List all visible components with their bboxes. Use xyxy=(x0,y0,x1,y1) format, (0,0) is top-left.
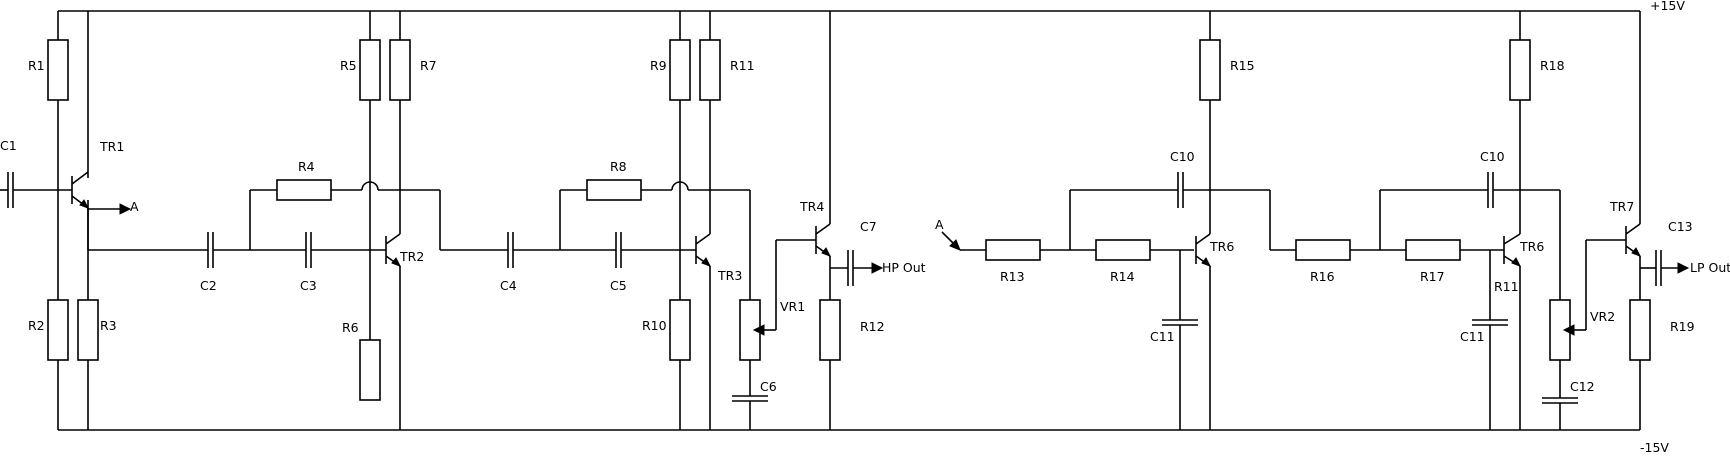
hp-out-arrow xyxy=(871,262,884,274)
label-r2: R2 xyxy=(28,318,45,333)
label-r6: R6 xyxy=(342,320,359,335)
stage-2-highpass: C2 C3 R4 R5 R6 R7 TR2 xyxy=(88,11,508,430)
stage-4-hp-output: TR4 C7 R12 HP Out xyxy=(799,11,926,430)
stage-1-buffer: R1 R2 R3 C1 TR1 A xyxy=(0,11,139,430)
label-r17: R17 xyxy=(1420,269,1445,284)
label-r11-second: R11 xyxy=(1494,279,1519,294)
stage-5-lowpass: A R13 R14 C10 C11 R15 TR6 xyxy=(935,11,1296,430)
resistor-r8 xyxy=(586,179,642,201)
label-c11: C11 xyxy=(1150,329,1175,344)
transistor-tr6-second xyxy=(1503,233,1522,267)
resistor-r9 xyxy=(669,39,691,101)
label-tr7: TR7 xyxy=(1609,199,1634,214)
label-c5: C5 xyxy=(610,278,627,293)
transistor-tr4 xyxy=(815,223,832,257)
label-c10-second: C10 xyxy=(1480,149,1505,164)
label-vr1: VR1 xyxy=(780,299,805,314)
transistor-tr6 xyxy=(1195,233,1212,267)
label-r12: R12 xyxy=(860,319,885,334)
label-r10: R10 xyxy=(642,318,667,333)
resistor-r4 xyxy=(276,179,332,201)
label-tr3: TR3 xyxy=(717,268,742,283)
label-r19: R19 xyxy=(1670,319,1695,334)
label-r4: R4 xyxy=(298,159,315,174)
label-r14: R14 xyxy=(1110,269,1135,284)
resistor-r17 xyxy=(1405,239,1461,261)
label-c1: C1 xyxy=(0,138,17,153)
resistor-r6 xyxy=(359,339,381,401)
label-r13: R13 xyxy=(1000,269,1025,284)
label-r3: R3 xyxy=(100,318,117,333)
resistor-r2 xyxy=(47,299,69,361)
label-r18: R18 xyxy=(1540,58,1565,73)
label-c11-second: C11 xyxy=(1460,329,1485,344)
label-tr6: TR6 xyxy=(1209,239,1234,254)
label-c7: C7 xyxy=(860,219,877,234)
resistor-r18 xyxy=(1509,39,1531,101)
label-r7: R7 xyxy=(420,58,437,73)
label-r15: R15 xyxy=(1230,58,1255,73)
resistor-r5 xyxy=(359,39,381,101)
label-c13: C13 xyxy=(1668,219,1693,234)
stage-3-highpass: C4 C5 R8 R9 R10 R11 TR3 VR1 C6 xyxy=(500,11,816,430)
label-a-in: A xyxy=(935,217,944,232)
label-r5: R5 xyxy=(340,58,357,73)
hp-out-label: HP Out xyxy=(882,260,926,275)
transistor-tr7 xyxy=(1625,223,1642,257)
label-tr4: TR4 xyxy=(799,199,824,214)
label-c12: C12 xyxy=(1570,379,1595,394)
label-vr2: VR2 xyxy=(1590,309,1615,324)
label-a-out: A xyxy=(130,199,139,214)
resistor-r12 xyxy=(819,299,841,361)
label-tr1: TR1 xyxy=(99,139,124,154)
lp-out-label: LP Out xyxy=(1690,260,1730,275)
transistor-tr1 xyxy=(71,171,90,209)
node-a-input-arrow xyxy=(949,239,961,251)
label-r16: R16 xyxy=(1310,269,1335,284)
resistor-r13 xyxy=(985,239,1041,261)
node-a-output-arrow xyxy=(119,203,132,215)
transistor-tr2 xyxy=(385,233,402,267)
resistor-r11 xyxy=(699,39,721,101)
label-tr6-second: TR6 xyxy=(1519,239,1544,254)
label-c2: C2 xyxy=(200,278,217,293)
stage-7-lp-output: TR7 C13 R19 LP Out xyxy=(1609,11,1730,430)
resistor-r15 xyxy=(1199,39,1221,101)
label-c4: C4 xyxy=(500,278,517,293)
label-tr2: TR2 xyxy=(399,249,424,264)
resistor-r14 xyxy=(1095,239,1151,261)
lp-out-arrow xyxy=(1677,262,1690,274)
resistor-r19 xyxy=(1629,299,1651,361)
stage-6-lowpass: R16 R17 C10 C11 R18 R11 TR6 VR2 C12 xyxy=(1295,11,1626,430)
resistor-r16 xyxy=(1295,239,1351,261)
label-r1: R1 xyxy=(28,58,45,73)
negative-rail-label: -15V xyxy=(1640,440,1669,455)
label-c3: C3 xyxy=(300,278,317,293)
label-r9: R9 xyxy=(650,58,667,73)
positive-rail-label: +15V xyxy=(1650,0,1685,13)
resistor-r10 xyxy=(669,299,691,361)
resistor-r7 xyxy=(389,39,411,101)
label-r8: R8 xyxy=(610,159,627,174)
label-c10: C10 xyxy=(1170,149,1195,164)
label-r11: R11 xyxy=(730,58,755,73)
resistor-r1 xyxy=(47,39,69,101)
label-c6: C6 xyxy=(760,379,777,394)
resistor-r3 xyxy=(77,299,99,361)
transistor-tr3 xyxy=(695,233,712,267)
